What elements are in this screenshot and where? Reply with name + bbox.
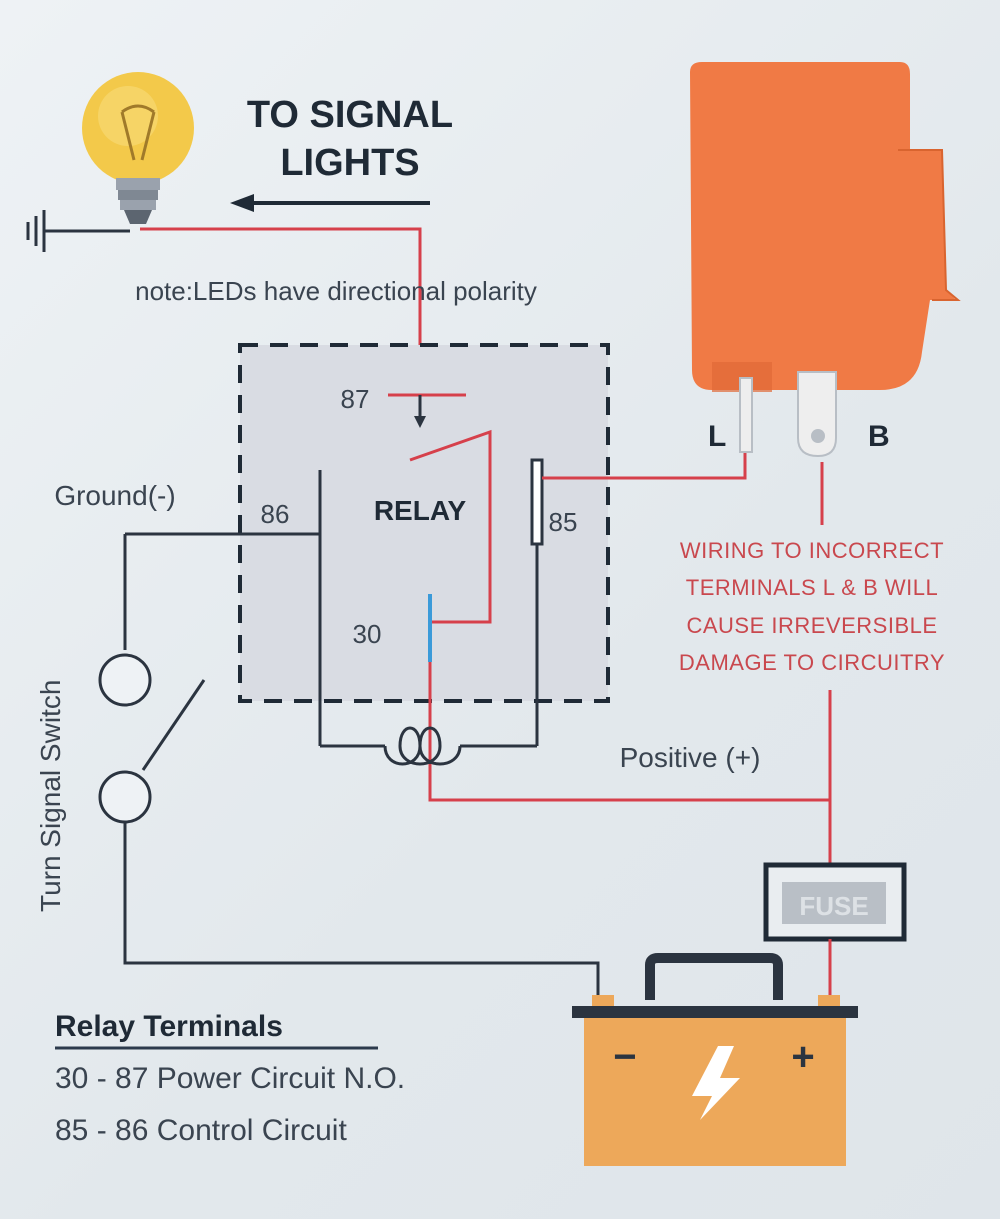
ground-label: Ground(-) — [54, 480, 175, 511]
legend-heading: Relay Terminals — [55, 1010, 283, 1043]
pin-87-label: 87 — [341, 384, 370, 414]
legend-line-2: 85 - 86 Control Circuit — [55, 1114, 347, 1147]
battery-minus-label: − — [613, 1035, 636, 1079]
pin-85-label: 85 — [549, 507, 578, 537]
title-line2: LIGHTS — [280, 142, 419, 184]
legend-line-1: 30 - 87 Power Circuit N.O. — [55, 1062, 405, 1095]
battery-plus-label: + — [791, 1035, 814, 1079]
turn-signal-switch — [98, 534, 600, 1000]
signal-light-wire — [140, 227, 422, 395]
switch-label: Turn Signal Switch — [35, 680, 66, 912]
pin-30-label: 30 — [353, 619, 382, 649]
warning-line-3: CAUSE IRREVERSIBLE — [686, 613, 937, 638]
relay-box — [238, 343, 610, 703]
warning-line-2: TERMINALS L & B WILL — [686, 575, 938, 600]
flasher-pin-b-label: B — [868, 420, 890, 453]
relay-label: RELAY — [374, 495, 467, 526]
polarity-note: note:LEDs have directional polarity — [135, 276, 537, 306]
battery-icon — [572, 953, 858, 1166]
arrow-left-icon — [230, 194, 430, 212]
flasher-unit — [690, 62, 961, 458]
relay-switch-arm — [409, 429, 492, 624]
title-line1: TO SIGNAL — [247, 94, 453, 136]
flasher-pin-l-label: L — [708, 420, 726, 453]
warning-line-4: DAMAGE TO CIRCUITRY — [679, 650, 945, 675]
fuse-icon: FUSE — [763, 862, 907, 942]
warning-line-1: WIRING TO INCORRECT — [680, 538, 944, 563]
relay-coil-icon — [320, 726, 537, 766]
positive-wire — [428, 662, 830, 802]
light-bulb-icon — [82, 72, 194, 224]
positive-label: Positive (+) — [620, 742, 761, 773]
fuse-label: FUSE — [799, 891, 868, 921]
ground-symbol-icon — [26, 210, 130, 252]
contact-arrow-icon — [414, 416, 426, 428]
pin-86-label: 86 — [261, 499, 290, 529]
